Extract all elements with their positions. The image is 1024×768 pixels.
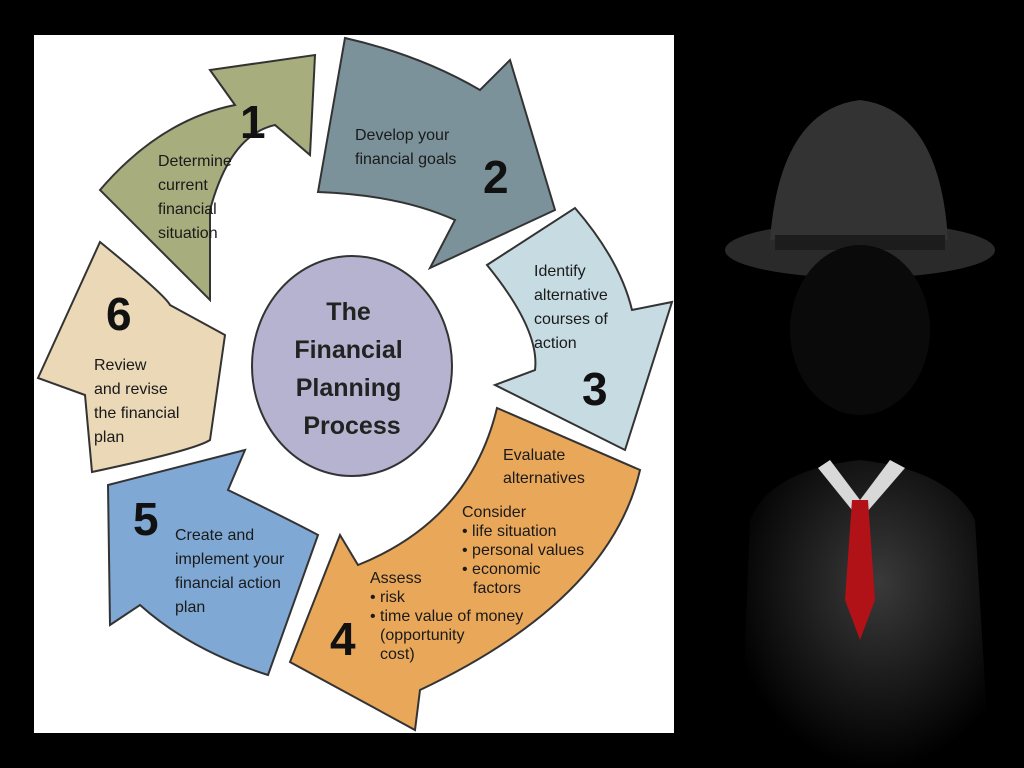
diagram-text-line: Identify — [534, 263, 586, 280]
diagram-text-line: situation — [158, 225, 218, 242]
step-1-arrow: 1 Determine current financial situation — [98, 53, 317, 303]
diagram-text-line: • personal values — [462, 542, 584, 559]
step-6-number: 6 — [106, 288, 132, 340]
diagram-text-line: Evaluate — [503, 447, 565, 464]
diagram-text-line: cost) — [380, 646, 415, 663]
step-4-heading: Evaluate alternatives — [503, 447, 585, 487]
diagram-text-line: financial action — [175, 575, 281, 592]
step-2-arrow: 2 Develop your financial goals — [316, 36, 557, 271]
diagram-text-line: plan — [175, 599, 205, 616]
diagram-text-line: implement your — [175, 551, 285, 568]
center-ellipse — [251, 255, 453, 477]
diagram-text-line: • risk — [370, 589, 406, 606]
diagram-text-line: • time value of money — [370, 608, 523, 625]
diagram-text-line: Create and — [175, 527, 254, 544]
diagram-text-line: plan — [94, 429, 124, 446]
step-2-text: Develop your financial goals — [355, 127, 456, 168]
diagram-text-line: The — [326, 298, 371, 326]
step-6-arrow: 6 Review and revise the financial plan — [36, 240, 227, 474]
diagram-text-line: Develop your — [355, 127, 450, 144]
center-node: The Financial Planning Process — [251, 255, 453, 477]
diagram-text-line: alternatives — [503, 470, 585, 487]
diagram-text-line: Consider — [462, 504, 527, 521]
diagram-text-line: • economic — [462, 561, 541, 578]
step-2-shape — [316, 36, 557, 271]
step-4-number: 4 — [330, 613, 356, 665]
diagram-text-line: • life situation — [462, 523, 557, 540]
step-3-shape — [485, 206, 674, 452]
step-3-number: 3 — [582, 363, 608, 415]
diagram-text-line: the financial — [94, 405, 179, 422]
diagram-text-line: (opportunity — [380, 627, 465, 644]
step-4-arrow: 4 Evaluate alternatives Consider • life … — [288, 406, 642, 732]
step-6-shape — [36, 240, 227, 474]
step-5-number: 5 — [133, 493, 159, 545]
step-4-assess: Assess • risk • time value of money (opp… — [370, 570, 528, 663]
diagram-text-line: Planning — [296, 374, 402, 402]
center-title: The Financial Planning Process — [294, 298, 409, 440]
diagram-text-line: Review — [94, 357, 147, 374]
diagram-text-line: factors — [473, 580, 521, 597]
diagram-text-line: and revise — [94, 381, 168, 398]
step-1-text: Determine current financial situation — [158, 153, 236, 242]
diagram-text-line: Assess — [370, 570, 422, 587]
diagram-text-line: financial goals — [355, 151, 456, 168]
step-4-shape — [288, 406, 642, 732]
diagram-text-line: alternative — [534, 287, 608, 304]
step-1-number: 1 — [240, 96, 266, 148]
step-1-shape — [98, 53, 317, 303]
step-5-shape — [106, 448, 320, 677]
diagram-text-line: action — [534, 335, 577, 352]
diagram-text-line: Process — [303, 412, 400, 440]
step-4-consider: Consider • life situation • personal val… — [462, 504, 589, 597]
step-3-arrow: 3 Identify alternative courses of action — [485, 206, 674, 452]
diagram-text-line: financial — [158, 201, 217, 218]
diagram-text-line: Determine — [158, 153, 232, 170]
step-3-text: Identify alternative courses of action — [534, 263, 612, 352]
diagram-text-line: current — [158, 177, 208, 194]
hat-figure-image — [725, 100, 995, 768]
step-5-arrow: 5 Create and implement your financial ac… — [106, 448, 320, 677]
step-2-number: 2 — [483, 151, 509, 203]
step-5-text: Create and implement your financial acti… — [175, 527, 289, 616]
step-6-text: Review and revise the financial plan — [94, 357, 184, 446]
diagram-text-line: courses of — [534, 311, 608, 328]
diagram-text-line: Financial — [294, 336, 402, 364]
